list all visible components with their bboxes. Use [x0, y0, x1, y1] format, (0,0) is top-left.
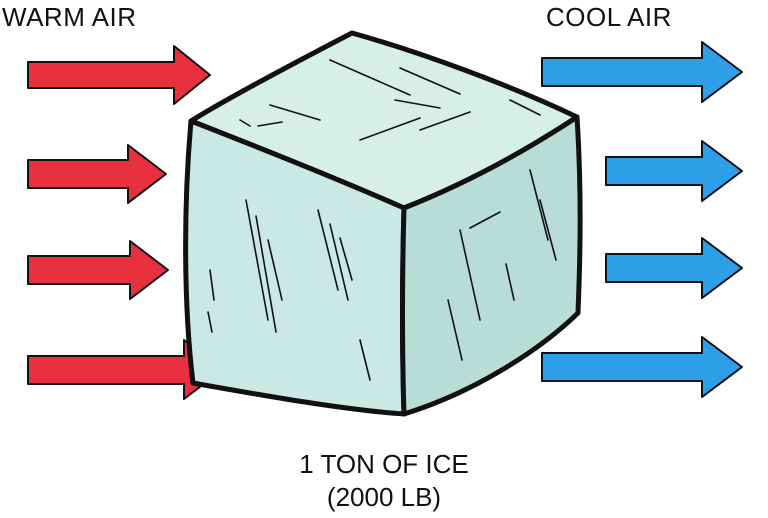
caption-line-2: (2000 LB) — [326, 482, 442, 512]
warm-air-arrow-3 — [27, 240, 169, 300]
caption-line-1: 1 TON OF ICE — [299, 449, 469, 479]
cool-air-arrow-1 — [541, 41, 743, 103]
warm-air-arrow-2 — [27, 144, 167, 204]
cool-air-arrow-2 — [605, 140, 743, 202]
ice-highlights — [207, 59, 557, 381]
cool-air-label: COOL AIR — [546, 2, 672, 32]
cool-air-arrow-4 — [541, 336, 743, 398]
cool-air-arrow-3 — [605, 237, 743, 299]
ice-caption: 1 TON OF ICE (2000 LB) — [0, 448, 768, 514]
warm-air-label: WARM AIR — [2, 2, 137, 32]
warm-air-arrow-1 — [27, 45, 211, 105]
